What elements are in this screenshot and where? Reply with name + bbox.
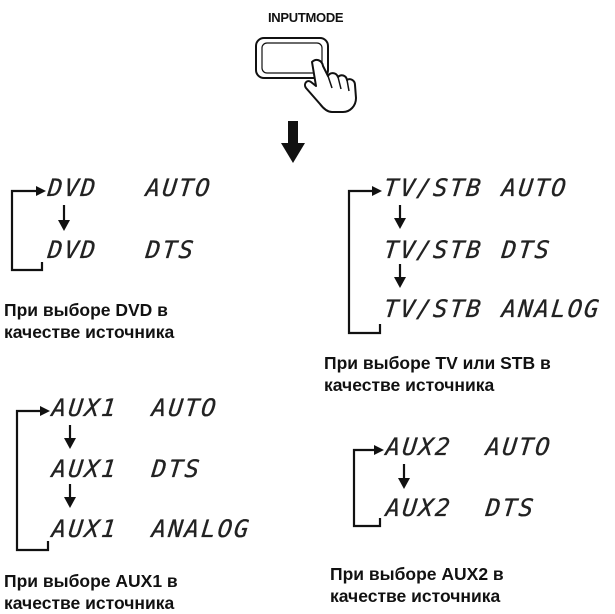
caption-dvd: При выборе DVD в качестве источника: [4, 299, 174, 343]
display-source-aux1-2: AUX1: [50, 455, 120, 483]
display-source-aux2-1: AUX2: [384, 433, 454, 461]
caption-aux2: При выборе AUX2 в качестве источника: [330, 563, 504, 607]
caption-aux2-line-1: При выборе AUX2 в: [330, 564, 504, 584]
caption-tvstb-line-1: При выборе TV или STB в: [324, 353, 551, 373]
cycle-bracket-aux2: [352, 445, 410, 528]
display-source-dvd-1: DVD: [46, 174, 99, 202]
caption-dvd-line-1: При выборе DVD в: [4, 300, 168, 320]
display-source-dvd-2: DVD: [46, 236, 99, 264]
caption-tvstb-line-2: качестве источника: [324, 375, 495, 395]
caption-aux1-line-1: При выборе AUX1 в: [4, 571, 178, 591]
display-source-tvstb-3: TV/STB: [382, 295, 485, 323]
display-mode-aux2-2: DTS: [484, 494, 537, 522]
cycle-bracket-tvstb: [347, 186, 406, 335]
down-arrow-icon: [281, 121, 305, 163]
display-mode-dvd-2: DTS: [144, 236, 197, 264]
display-mode-dvd-1: AUTO: [144, 174, 214, 202]
display-mode-aux1-1: AUTO: [150, 394, 220, 422]
pressing-hand-icon: [303, 58, 357, 113]
display-source-aux1-1: AUX1: [50, 394, 120, 422]
display-mode-aux1-2: DTS: [150, 455, 203, 483]
caption-tvstb: При выборе TV или STB в качестве источни…: [324, 352, 551, 396]
caption-aux1: При выборе AUX1 в качестве источника: [4, 570, 178, 614]
display-mode-tvstb-2: DTS: [500, 236, 553, 264]
display-source-tvstb-2: TV/STB: [382, 236, 485, 264]
display-mode-aux1-3: ANALOG: [150, 515, 253, 543]
caption-aux2-line-2: качестве источника: [330, 586, 501, 606]
display-mode-aux2-1: AUTO: [484, 433, 554, 461]
display-source-aux2-2: AUX2: [384, 494, 454, 522]
display-mode-tvstb-1: AUTO: [500, 174, 570, 202]
display-source-tvstb-1: TV/STB: [382, 174, 485, 202]
cycle-bracket-aux1: [15, 406, 76, 552]
caption-aux1-line-2: качестве источника: [4, 593, 175, 613]
display-source-aux1-3: AUX1: [50, 515, 120, 543]
cycle-bracket-dvd: [10, 186, 70, 272]
caption-dvd-line-2: качестве источника: [4, 322, 175, 342]
inputmode-button-label: INPUTMODE: [268, 10, 344, 25]
display-mode-tvstb-3: ANALOG: [500, 295, 603, 323]
inputmode-button[interactable]: [255, 37, 329, 79]
